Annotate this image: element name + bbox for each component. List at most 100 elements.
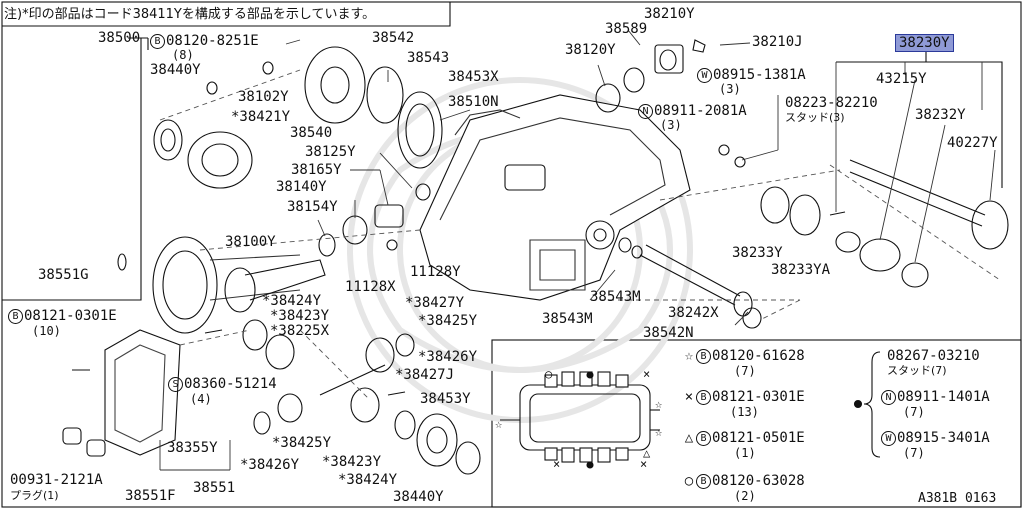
inset-gasket [500,371,660,469]
legend-triangle-qty: (1) [734,446,756,460]
label-38210Y: 38210Y [644,6,695,22]
qty-08120-8251E: (8) [172,48,194,62]
qty-08911-2081A: (3) [660,118,682,132]
label-38140Y: 38140Y [276,179,327,195]
label-38425Y-a: *38425Y [418,313,478,329]
label-38230Y: 38230Y [895,34,954,52]
label-38540: 38540 [290,125,333,141]
label-38242X: 38242X [668,305,719,321]
note-box [2,2,451,27]
label-38426Y-a: *38426Y [418,349,478,365]
label-38355Y: 38355Y [167,440,218,456]
legend-dot-stud: 08267-03210 [887,348,980,364]
legend-dot-nut-qty: (7) [903,405,925,419]
svg-text:○: ○ [545,367,552,381]
label-38453X: 38453X [448,69,499,85]
ring-gear [152,236,218,334]
label-00931-2121A: 00931-2121A [10,472,103,488]
drive-pinion [224,267,256,313]
svg-text:☆: ☆ [655,425,662,439]
label-38551: 38551 [193,480,236,496]
legend-brace [863,351,881,458]
label-38233YA: 38233YA [771,262,831,278]
svg-text:×: × [640,457,647,471]
oring-38543 [366,66,404,124]
label-38100Y: 38100Y [225,234,276,250]
label-38427Y: *38427Y [405,295,465,311]
label-38542: 38542 [372,30,415,46]
label-plug: プラグ(1) [10,489,59,502]
label-38542N: 38542N [643,325,694,341]
label-38453Y: 38453Y [420,391,471,407]
label-40227Y: 40227Y [947,135,998,151]
label-38543M-a: 38543M [590,289,641,305]
label-38210J: 38210J [752,34,803,50]
legend-dot-washer-qty: (7) [903,446,925,460]
label-08223-82210: 08223-82210 [785,95,878,111]
side-flange [304,46,366,124]
gasket-38233y [760,186,790,224]
label-38423Y-b: *38423Y [322,454,382,470]
gasket-38453x [397,91,443,169]
svg-text:△: △ [643,446,651,460]
rear-cover [104,329,181,456]
label-38154Y: 38154Y [287,199,338,215]
label-38233Y: 38233Y [732,245,783,261]
label-38510N: 38510N [448,94,499,110]
legend-cross-qty: (13) [730,405,759,419]
figure-id: A381B 0163 [918,491,997,506]
label-43215Y: 43215Y [876,71,927,87]
label-38125Y: 38125Y [305,144,356,160]
qty-08360-51214: (4) [190,392,212,406]
legend-star-qty: (7) [734,364,756,378]
label-38421Y: *38421Y [231,109,291,125]
inset-box [491,339,1022,508]
label-38424Y-a: *38424Y [262,293,322,309]
label-38551F: 38551F [125,488,176,504]
shaft-38242x [639,244,741,306]
legend-circle-qty: (2) [734,489,756,503]
svg-text:☆: ☆ [655,397,662,411]
diff-case [187,131,253,189]
axle-shaft [849,159,986,227]
label-38423Y-a: *38423Y [270,308,330,324]
label-38120Y: 38120Y [565,42,616,58]
bracket-38230 [836,61,1003,188]
legend-dot-stud-qty: スタッド(7) [887,364,947,377]
label-38543M-b: 38543M [542,311,593,327]
label-38551G: 38551G [38,267,89,283]
qty-08121-0301E: (10) [32,324,61,338]
bearing-38440y [153,119,183,161]
label-38440Y-top: 38440Y [150,62,201,78]
label-38232Y: 38232Y [915,107,966,123]
label-stud: スタッド(3) [785,111,845,124]
label-38426Y-b: *38426Y [240,457,300,473]
label-38225X: *38225X [270,323,330,339]
svg-text:×: × [553,457,560,471]
spacer-38165y [374,204,404,228]
label-38543: 38543 [407,50,450,66]
label-38425Y-b: *38425Y [272,435,332,451]
svg-text:☆: ☆ [495,417,502,431]
svg-text:×: × [643,367,650,381]
note-text: 注)*印の部品はコード38411Yを構成する部品を示しています。 [4,7,376,22]
group-bracket-main [2,38,142,301]
label-38165Y: 38165Y [291,162,342,178]
label-38589: 38589 [605,21,648,37]
label-38440Y-bot: 38440Y [393,489,444,505]
label-38102Y: 38102Y [238,89,289,105]
label-38427J: *38427J [395,367,455,383]
